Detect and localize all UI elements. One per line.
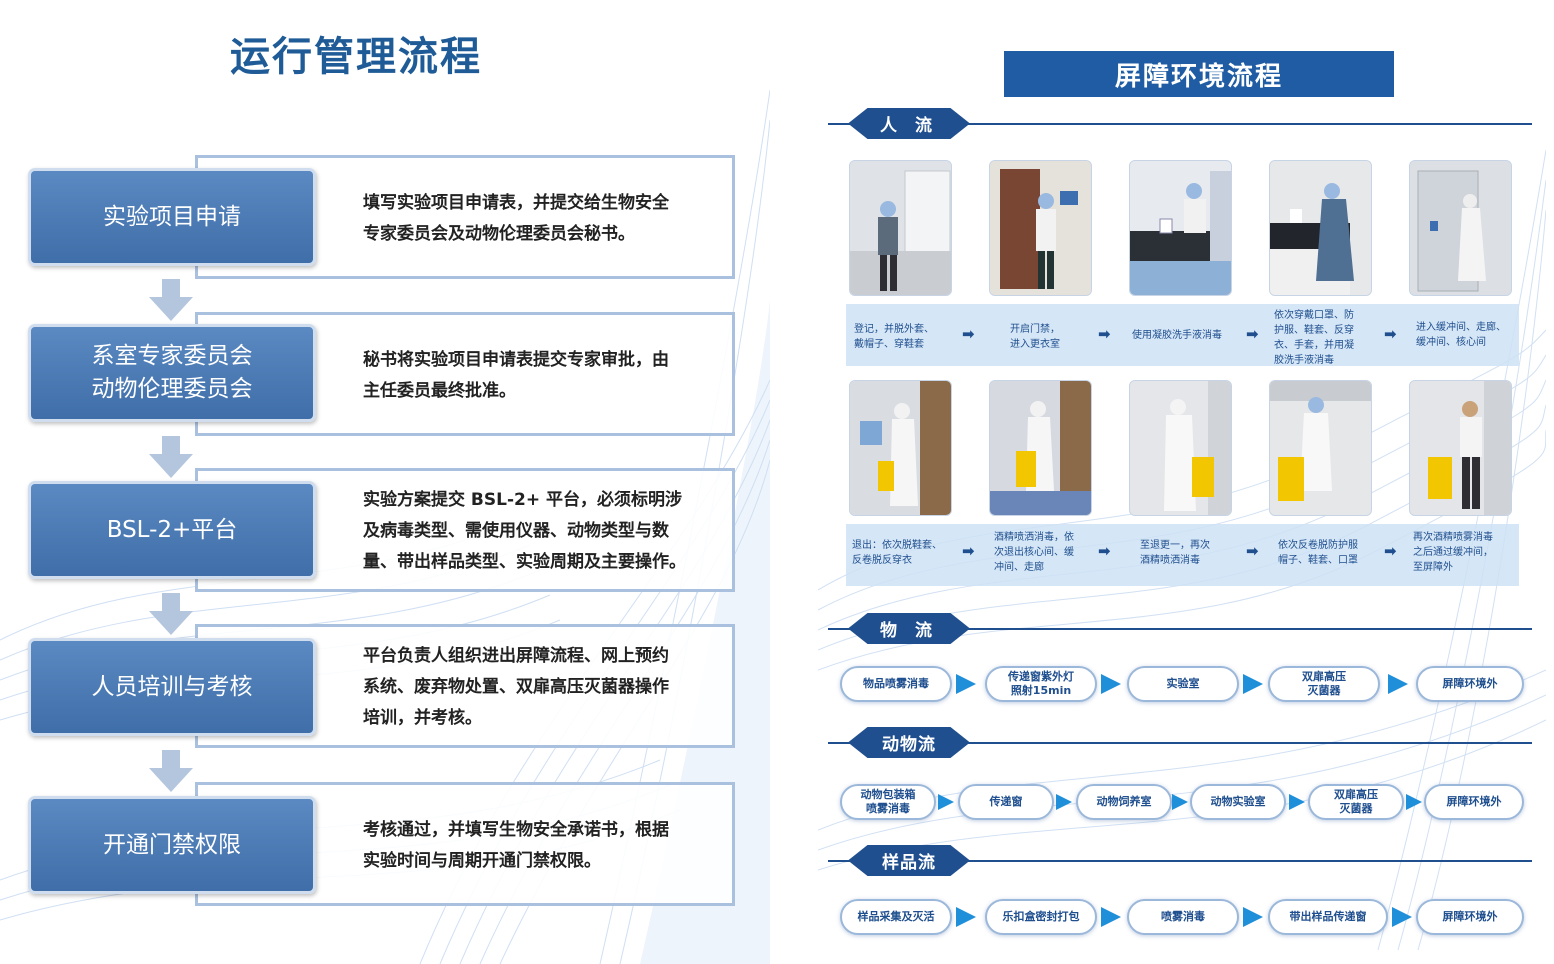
step-5-box: 开通门禁权限 <box>28 796 316 894</box>
arrow-right-icon: ➡ <box>962 542 975 560</box>
entry-photo-2 <box>989 160 1092 296</box>
animal-step-1: 动物包装箱喷雾消毒 <box>840 784 936 820</box>
people-flow-tag: 人 流 <box>848 108 970 139</box>
step-3-description: 实验方案提交 BSL-2+ 平台，必须标明涉及病毒类型、需使用仪器、动物类型与数… <box>363 490 686 572</box>
exit-photo-3 <box>1129 380 1232 516</box>
sample-flow-tag: 样品流 <box>848 845 970 876</box>
step-3-label: BSL-2+平台 <box>106 516 238 543</box>
arrow-right-icon <box>938 794 954 810</box>
down-arrow-icon <box>149 279 193 321</box>
step-2-label-line1: 系室专家委员会 <box>91 343 253 369</box>
exit-caption-4: 依次反卷脱防护服帽子、鞋套、口罩 <box>1278 540 1358 566</box>
step-3-box: BSL-2+平台 <box>28 481 316 579</box>
sample-step-4: 带出样品传递窗 <box>1268 899 1388 935</box>
step-1-description: 填写实验项目申请表，并提交给生物安全专家委员会及动物伦理委员会秘书。 <box>363 193 669 244</box>
sample-step-2: 乐扣盒密封打包 <box>985 899 1097 935</box>
goods-step-3: 实验室 <box>1127 666 1239 702</box>
exit-caption-5: 再次酒精喷雾消毒之后通过缓冲间，至屏障外 <box>1413 532 1493 573</box>
entry-photo-4 <box>1269 160 1372 296</box>
section-divider <box>828 123 1532 125</box>
step-1-label: 实验项目申请 <box>103 203 241 230</box>
sample-step-5: 屏障环境外 <box>1416 899 1524 935</box>
page-title: 运行管理流程 <box>230 34 482 80</box>
sample-step-1: 样品采集及灭活 <box>840 899 952 935</box>
goods-step-2: 传递窗紫外灯照射15min <box>985 666 1097 702</box>
goods-step-5: 屏障环境外 <box>1416 666 1524 702</box>
arrow-right-icon: ➡ <box>962 325 975 343</box>
exit-caption-band <box>846 524 1519 586</box>
arrow-right-icon: ➡ <box>1098 325 1111 343</box>
animal-step-3: 动物饲养室 <box>1076 784 1172 820</box>
goods-step-1: 物品喷雾消毒 <box>840 666 952 702</box>
arrow-right-icon <box>956 907 976 927</box>
animal-step-6: 屏障环境外 <box>1424 784 1524 820</box>
arrow-right-icon: ➡ <box>1384 325 1397 343</box>
arrow-right-icon <box>1388 674 1408 694</box>
arrow-right-icon <box>956 674 976 694</box>
exit-photo-4 <box>1269 380 1372 516</box>
section-divider <box>828 742 1532 744</box>
step-5-description: 考核通过，并填写生物安全承诺书，根据实验时间与周期开通门禁权限。 <box>363 820 669 871</box>
exit-caption-1: 退出：依次脱鞋套、反卷脱反穿衣 <box>852 540 942 566</box>
goods-flow-tag: 物 流 <box>848 613 970 644</box>
arrow-right-icon <box>1392 907 1412 927</box>
step-1-box: 实验项目申请 <box>28 168 316 266</box>
entry-caption-1: 登记，并脱外套、戴帽子、穿鞋套 <box>854 324 934 350</box>
entry-caption-3: 使用凝胶洗手液消毒 <box>1132 330 1222 341</box>
arrow-right-icon <box>1289 794 1305 810</box>
operation-flow-panel: 运行管理流程 填写实验项目申请表，并提交给生物安全专家委员会及动物伦理委员会秘书… <box>0 0 770 964</box>
sample-step-3: 喷雾消毒 <box>1127 899 1239 935</box>
animal-flow-tag: 动物流 <box>848 727 970 758</box>
entry-caption-2: 开启门禁，进入更衣室 <box>1010 324 1060 350</box>
down-arrow-icon <box>149 750 193 792</box>
arrow-right-icon <box>1406 794 1422 810</box>
down-arrow-icon <box>149 436 193 478</box>
exit-photo-5 <box>1409 380 1512 516</box>
exit-caption-3: 至退更一，再次酒精喷洒消毒 <box>1140 540 1210 566</box>
arrow-right-icon <box>1243 907 1263 927</box>
barrier-environment-panel: 屏障环境流程 人 流 登记，并脱外套、戴帽子、穿鞋套 ➡ 开启门禁，进入更衣室 … <box>818 30 1546 950</box>
entry-caption-5: 进入缓冲间、走廊、缓冲间、核心间 <box>1416 322 1506 348</box>
section-divider <box>828 860 1532 862</box>
down-arrow-icon <box>149 593 193 635</box>
arrow-right-icon: ➡ <box>1384 542 1397 560</box>
animal-step-5: 双扉高压灭菌器 <box>1308 784 1404 820</box>
arrow-right-icon: ➡ <box>1098 542 1111 560</box>
section-divider <box>828 628 1532 630</box>
exit-photo-2 <box>989 380 1092 516</box>
step-2-label-line2: 动物伦理委员会 <box>91 376 253 402</box>
entry-photo-5 <box>1409 160 1512 296</box>
entry-caption-4: 依次穿戴口罩、防护服、鞋套、反穿衣、手套，并用凝胶洗手液消毒 <box>1274 310 1354 366</box>
arrow-right-icon <box>1101 907 1121 927</box>
barrier-flow-title: 屏障环境流程 <box>1004 51 1394 97</box>
arrow-right-icon: ➡ <box>1246 325 1259 343</box>
arrow-right-icon <box>1056 794 1072 810</box>
animal-step-4: 动物实验室 <box>1190 784 1286 820</box>
step-4-label: 人员培训与考核 <box>91 673 253 700</box>
arrow-right-icon <box>1101 674 1121 694</box>
arrow-right-icon <box>1172 794 1188 810</box>
entry-photo-3 <box>1129 160 1232 296</box>
step-2-description: 秘书将实验项目申请表提交专家审批，由主任委员最终批准。 <box>363 350 669 401</box>
entry-photo-1 <box>849 160 952 296</box>
step-4-box: 人员培训与考核 <box>28 638 316 736</box>
arrow-right-icon: ➡ <box>1246 542 1259 560</box>
step-5-label: 开通门禁权限 <box>103 831 241 858</box>
arrow-right-icon <box>1243 674 1263 694</box>
goods-step-4: 双扉高压灭菌器 <box>1268 666 1380 702</box>
step-2-box: 系室专家委员会 动物伦理委员会 <box>28 324 316 422</box>
exit-caption-2: 酒精喷洒消毒，依次退出核心间、缓冲间、走廊 <box>994 532 1074 573</box>
animal-step-2: 传递窗 <box>958 784 1054 820</box>
exit-photo-1 <box>849 380 952 516</box>
step-4-description: 平台负责人组织进出屏障流程、网上预约系统、废弃物处置、双扉高压灭菌器操作培训，并… <box>363 646 669 728</box>
entry-caption-band <box>846 304 1519 366</box>
